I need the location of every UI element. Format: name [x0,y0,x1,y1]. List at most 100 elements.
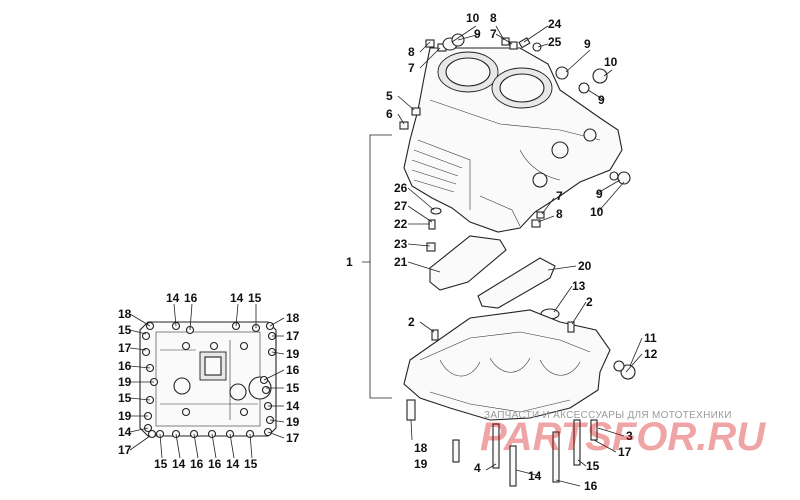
bolt-head [261,385,271,395]
callout-14: 14 [286,399,300,413]
callout-16: 16 [286,363,300,377]
leader-line [419,47,441,69]
bolt-head [141,347,151,357]
callout-17: 17 [286,329,300,343]
callout-11: 11 [644,331,657,345]
callout-5: 5 [386,89,393,103]
callout-labels-lower: 2 11 12 18 19 4 14 16 17 3 15 [408,315,658,493]
callout-15: 15 [118,391,132,405]
callout-20: 20 [578,259,592,273]
leader-line [175,433,181,459]
leader-line [523,25,549,43]
leader-line [571,301,587,325]
leader-line [419,321,435,333]
leader-line [537,215,555,223]
bolts [406,399,598,487]
callout-17: 17 [618,445,632,459]
callout-7: 7 [490,27,497,41]
leader-line [555,479,581,487]
callout-22: 22 [394,217,408,231]
callout-9: 9 [598,93,605,107]
callout-17: 17 [118,341,132,355]
callout-9: 9 [584,37,591,51]
callout-14: 14 [230,291,244,305]
bolt-head [239,341,249,351]
callout-labels-inset: 18 15 17 16 19 15 19 14 17 14 16 14 15 1… [118,291,300,471]
leader-line [267,431,285,439]
leader-line [211,433,217,459]
leader-line [597,427,625,437]
callout-13: 13 [572,279,586,293]
callout-7: 7 [556,189,563,203]
leader-line [397,95,415,111]
watermark-tagline: ЗАПЧАСТИ И АКСЕССУАРЫ ДЛЯ МОТОТЕХНИКИ [484,410,732,421]
leader-line [263,369,285,381]
watermark: ЗАПЧАСТИ И АКСЕССУАРЫ ДЛЯ МОТОТЕХНИКИ PA… [480,410,766,459]
leader-line [407,187,435,211]
leader-line [269,419,285,423]
leader-line [603,69,613,77]
callout-2: 2 [408,315,415,329]
leader-line [193,433,199,459]
callout-8: 8 [556,207,563,221]
callout-25: 25 [548,35,562,49]
leader-line [625,353,643,373]
leader-line [129,397,151,401]
leader-line [577,459,587,467]
callout-8: 8 [490,11,497,25]
callout-8: 8 [408,45,415,59]
callout-9: 9 [596,187,603,201]
callout-labels-upper: 10 8 9 7 24 25 8 7 9 10 9 5 6 26 27 22 2… [346,11,618,309]
callout-15: 15 [248,291,262,305]
watermark-logo: PARTSFOR.RU [480,415,766,459]
callout-23: 23 [394,237,408,251]
leader-line [269,317,285,327]
leader-line [407,205,433,223]
bolt-head [147,429,157,439]
callout-15: 15 [586,459,600,473]
callout-12: 12 [644,347,658,361]
bolt-head [181,341,191,351]
callout-3: 3 [626,429,633,443]
leader-line [271,351,285,355]
leader-line [397,113,405,125]
callout-14: 14 [226,457,240,471]
leader-line [547,265,577,271]
callout-21: 21 [394,255,408,269]
leader-line [565,49,591,73]
leader-line [129,435,151,451]
callout-14: 14 [166,291,180,305]
leader-line [249,433,253,459]
callout-16: 16 [184,291,198,305]
callout-19: 19 [286,415,300,429]
gaskets [429,235,560,320]
leader-line [629,337,643,367]
leader-line [495,33,513,45]
leader-line [129,347,147,351]
callout-2: 2 [586,295,593,309]
callout-16: 16 [584,479,598,493]
leader-line [410,419,413,441]
callout-9: 9 [474,27,481,41]
callout-10: 10 [604,55,618,69]
callout-19: 19 [118,409,132,423]
crankcase-bottom-view [139,321,277,437]
leader-line [407,243,431,247]
lower-crankcase [403,309,636,421]
leader-line [593,439,617,453]
leader-line [129,329,147,335]
callout-15: 15 [118,323,132,337]
callout-18: 18 [118,307,132,321]
callout-19: 19 [414,457,428,471]
leader-line [553,285,573,313]
callout-10: 10 [590,205,604,219]
callout-16: 16 [190,457,204,471]
callout-7: 7 [408,61,415,75]
leader-line [541,197,555,215]
leader-line [159,433,163,459]
callout-10: 10 [466,11,480,25]
leader-line [587,89,605,101]
callout-18: 18 [286,311,300,325]
bolt-head [181,407,191,417]
